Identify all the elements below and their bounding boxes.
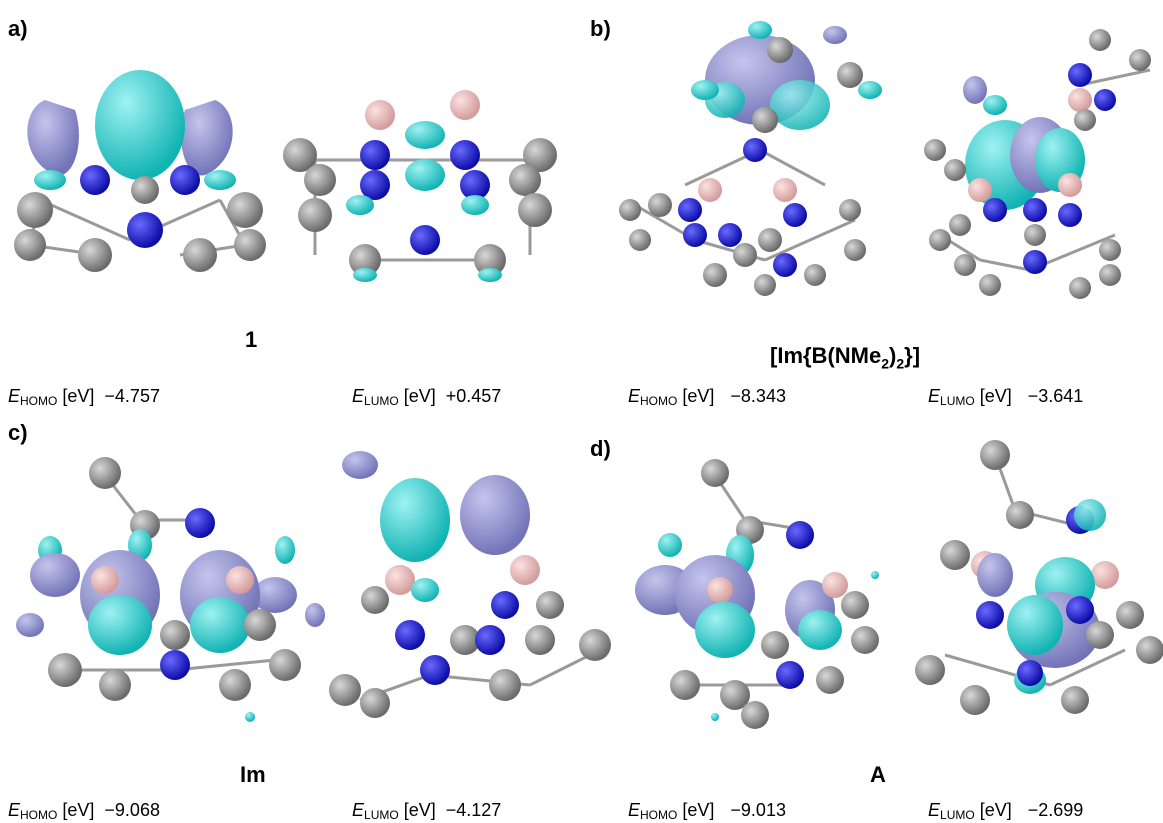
energy-subscript: HOMO xyxy=(20,808,58,822)
compound-name: Im xyxy=(240,762,266,787)
energy-subscript: HOMO xyxy=(640,394,678,408)
orbital-lumo-1 xyxy=(283,90,557,282)
energy-unit: [eV] xyxy=(682,386,715,406)
energy-subscript: HOMO xyxy=(20,394,58,408)
energy-subscript: HOMO xyxy=(640,808,678,822)
energy-symbol: E xyxy=(928,386,941,406)
panel-label-c: c) xyxy=(8,420,28,445)
orbital-homo-a xyxy=(635,459,879,729)
homo-energy-c: EHOMO [eV] −9.068 xyxy=(8,800,160,822)
compound-label-d: A xyxy=(870,762,886,788)
panel-label-b: b) xyxy=(590,16,611,41)
energy-value: −4.127 xyxy=(445,800,502,820)
compound-part: ) xyxy=(889,343,897,368)
energy-subscript: LUMO xyxy=(940,394,975,408)
orbital-lumo-a xyxy=(915,440,1163,715)
orbital-homo-b xyxy=(619,21,882,296)
energy-value: −9.013 xyxy=(730,800,786,820)
panel-label-a: a) xyxy=(8,16,28,41)
energy-unit: [eV] xyxy=(979,386,1012,406)
energy-symbol: E xyxy=(928,800,941,820)
energy-unit: [eV] xyxy=(62,386,95,406)
compound-name: A xyxy=(870,762,886,787)
compound-label-a: 1 xyxy=(245,327,257,353)
homo-energy-d: EHOMO [eV] −9.013 xyxy=(628,800,786,822)
energy-value: −9.068 xyxy=(104,800,160,820)
energy-unit: [eV] xyxy=(62,800,95,820)
panel-label-d: d) xyxy=(590,436,611,461)
energy-unit: [eV] xyxy=(979,800,1012,820)
compound-name: 1 xyxy=(245,327,258,352)
compound-subscript: 2 xyxy=(896,355,905,372)
compound-part: }] xyxy=(904,343,921,368)
homo-energy-b: EHOMO [eV] −8.343 xyxy=(628,386,786,408)
orbital-lumo-b xyxy=(924,29,1151,299)
energy-value: −8.343 xyxy=(730,386,786,406)
lumo-energy-d: ELUMO [eV] −2.699 xyxy=(928,800,1083,822)
energy-symbol: E xyxy=(352,386,365,406)
energy-symbol: E xyxy=(628,800,641,820)
compound-label-c: Im xyxy=(240,762,266,788)
compound-label-b: [Im{B(NMe2)2}] xyxy=(770,343,920,371)
lumo-energy-b: ELUMO [eV] −3.641 xyxy=(928,386,1083,408)
lumo-energy-a: ELUMO [eV] +0.457 xyxy=(352,386,501,408)
energy-unit: [eV] xyxy=(682,800,715,820)
compound-subscript: 2 xyxy=(881,355,890,372)
energy-value: −4.757 xyxy=(104,386,160,406)
energy-symbol: E xyxy=(628,386,641,406)
energy-unit: [eV] xyxy=(403,386,436,406)
energy-symbol: E xyxy=(8,386,21,406)
compound-name: [Im{B(NMe xyxy=(770,343,882,368)
energy-value: −2.699 xyxy=(1027,800,1084,820)
homo-energy-a: EHOMO [eV] −4.757 xyxy=(8,386,160,408)
energy-subscript: LUMO xyxy=(364,808,399,822)
energy-subscript: LUMO xyxy=(940,808,975,822)
orbital-homo-1 xyxy=(14,70,266,272)
energy-unit: [eV] xyxy=(403,800,436,820)
orbital-lumo-im xyxy=(329,451,611,718)
energy-symbol: E xyxy=(352,800,365,820)
lumo-energy-c: ELUMO [eV] −4.127 xyxy=(352,800,501,822)
energy-value: −3.641 xyxy=(1027,386,1084,406)
orbital-homo-im xyxy=(16,457,325,722)
energy-value: +0.457 xyxy=(445,386,502,406)
energy-symbol: E xyxy=(8,800,21,820)
energy-subscript: LUMO xyxy=(364,394,399,408)
